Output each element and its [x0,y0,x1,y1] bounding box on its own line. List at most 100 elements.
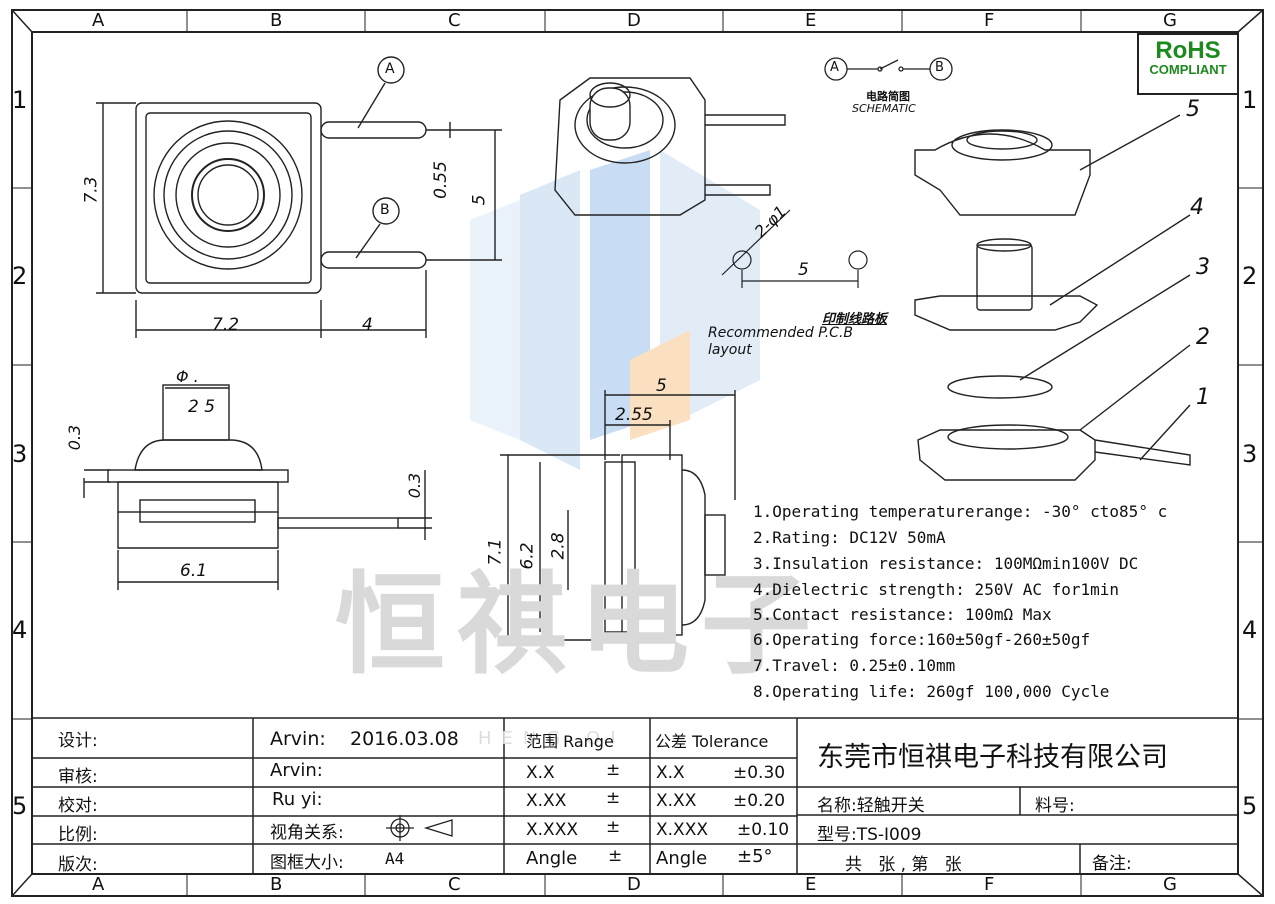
tb-tol-val2: ±0.20 [733,791,786,811]
tb-range-row2: X.XX [526,791,567,811]
col-label-top-a: A [92,10,105,31]
exploded-view [914,114,1191,481]
pcb-title-cn: 印制线路板 [822,312,888,327]
spec-line-5: 5.Contact resistance: 100mΩ Max [753,605,1052,624]
tb-review-value: Arvin: [270,760,323,781]
zone-ticks [12,10,1263,896]
schematic-node-a: A [830,60,839,75]
row-label-left-5: 5 [12,792,28,820]
schematic-node-b: B [935,60,944,75]
dim-top-width: 7.2 [212,315,240,335]
tb-tol-name3: X.XXX [656,820,708,840]
row-label-left-4: 4 [12,616,28,644]
schematic-symbol [824,57,953,81]
tb-name-label: 名称:轻触开关 [817,796,925,816]
front-view [500,390,736,641]
dim-pin-length: 4 [362,315,373,335]
tb-range-pm3: ± [606,817,621,837]
rohs-subtitle: COMPLIANT [1149,62,1227,77]
tb-design-value: Arvin: [270,728,326,750]
col-label-bottom-b: B [270,874,283,895]
top-view [96,56,502,338]
row-label-right-2: 2 [1242,262,1258,290]
tb-range-header: 范围 Range [526,732,614,751]
callout-b: B [380,202,390,218]
col-label-bottom-f: F [984,874,995,895]
row-label-right-3: 3 [1242,440,1258,468]
tb-design-date: 2016.03.08 [350,728,459,750]
col-label-top-f: F [984,10,995,31]
tb-range-row1: X.X [526,763,555,783]
pcb-title-en-1: Recommended P.C.B [708,325,853,341]
tb-version-label: 版次: [58,855,98,875]
row-label-right-5: 5 [1242,792,1258,820]
tb-range-row4: Angle [526,848,578,869]
part-number-5: 5 [1186,97,1200,122]
tb-tol-val4: ±5° [737,846,773,867]
row-label-left-3: 3 [12,440,28,468]
outer-border [11,9,1264,897]
tb-tol-name4: Angle [656,848,708,869]
col-label-top-c: C [448,10,461,31]
dim-front-width-5: 5 [656,376,667,396]
col-label-bottom-g: G [1163,874,1177,895]
rohs-title: RoHS [1155,37,1221,64]
projection-symbol [386,815,453,841]
tb-range-row3: X.XXX [526,820,578,840]
inner-border [31,31,1239,875]
row-label-left-1: 1 [12,86,28,114]
dim-cap-height: 0.3 [65,424,85,451]
watermark-text: 恒祺电子 [335,560,823,689]
pcb-layout [721,209,868,288]
tb-check-value: Ru yi: [272,789,323,810]
spec-line-8: 8.Operating life: 260gf 100,000 Cycle [753,682,1110,701]
schematic-title-en: SCHEMATIC [852,102,916,115]
col-label-top-d: D [627,10,641,31]
frame-corners [11,9,1264,897]
dim-pin-gap: 0.55 [430,161,451,199]
tb-tol-val1: ±0.30 [733,763,786,783]
part-number-4: 4 [1190,195,1204,220]
tb-design-label: 设计: [58,731,98,751]
row-label-left-2: 2 [12,262,28,290]
part-number-1: 1 [1196,385,1210,410]
col-label-bottom-c: C [448,874,461,895]
tb-range-pm4: ± [608,846,623,866]
tb-frame-label: 图框大小: [270,853,344,873]
spec-line-7: 7.Travel: 0.25±0.10mm [753,656,956,675]
side-view [83,384,432,590]
tb-view-label: 视角关系: [270,823,344,843]
tb-tolerance-header: 公差 Tolerance [655,732,769,751]
col-label-top-g: G [1163,10,1177,31]
dim-front-width-255: 2.55 [615,405,653,425]
dim-top-height: 7.3 [81,176,102,204]
callout-a: A [385,61,395,77]
dim-pcb-pitch: 5 [798,260,809,280]
col-label-bottom-d: D [627,874,641,895]
tb-check-label: 校对: [58,796,98,816]
tb-company: 东莞市恒祺电子科技有限公司 [817,742,1168,773]
tb-tol-val3: ±0.10 [737,820,790,840]
dim-diameter-label: Φ . [176,367,199,386]
tb-frame-value: A4 [385,849,405,868]
spec-line-4: 4.Dielectric strength: 250V AC for1min [753,580,1120,599]
tb-tol-name2: X.XX [656,791,697,811]
tb-range-pm1: ± [606,760,621,780]
part-number-3: 3 [1196,255,1210,280]
iso-view [554,77,786,216]
rohs-badge: RoHS COMPLIANT [1137,33,1239,95]
tb-scale-label: 比例: [58,825,98,845]
col-label-top-b: B [270,10,283,31]
col-label-bottom-a: A [92,874,105,895]
dim-diameter-value: 2 5 [188,397,216,417]
watermark-faint: HENG QI [478,728,626,749]
tb-review-label: 审核: [58,767,98,787]
watermark-logo [470,150,760,470]
col-label-bottom-e: E [805,874,817,895]
tb-model-label: 型号:TS-I009 [817,825,922,845]
title-block-grid [32,717,1238,874]
col-label-top-e: E [805,10,817,31]
spec-line-2: 2.Rating: DC12V 50mA [753,528,946,547]
dim-side-width: 6.1 [180,561,208,581]
